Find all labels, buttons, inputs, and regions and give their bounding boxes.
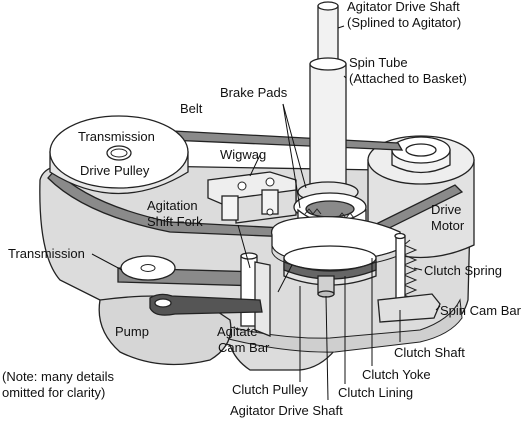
label-agitation-shift-fork: Agitation <box>147 198 198 213</box>
label-transmission: Transmission <box>8 246 85 261</box>
label-agitator-drive-shaft-top: Agitator Drive Shaft <box>347 0 460 14</box>
label-spin-tube: Spin Tube <box>349 55 408 70</box>
label-agitator-drive-shaft-bottom: Agitator Drive Shaft <box>230 403 343 418</box>
wigwag <box>207 171 297 224</box>
label-belt: Belt <box>180 101 203 116</box>
label-agitation-shift-fork-sub: Shift Fork <box>147 214 203 229</box>
label-drive-motor: Drive <box>431 202 461 217</box>
leader-lines <box>91 25 441 401</box>
spin-tube <box>309 57 347 193</box>
label-spin-cam-bar: Spin Cam Bar <box>440 303 522 318</box>
agitate-cam-bar <box>149 293 263 316</box>
note-line-1: (Note: many details <box>2 369 114 384</box>
belt-lower-run <box>47 169 464 241</box>
note-line-2: omitted for clarity) <box>2 385 105 400</box>
agitator-drive-shaft-lower <box>317 275 335 298</box>
label-transmission-drive-pulley: Transmission <box>78 129 155 144</box>
label-transmission-drive-pulley-sub: Drive Pulley <box>80 163 150 178</box>
label-agitator-drive-shaft-top-sub: (Splined to Agitator) <box>347 15 461 30</box>
transmission-drive-pulley <box>49 115 189 195</box>
label-brake-pads: Brake Pads <box>220 85 288 100</box>
clutch-lining <box>283 261 377 280</box>
label-clutch-yoke: Clutch Yoke <box>362 367 431 382</box>
label-pump: Pump <box>115 324 149 339</box>
label-clutch-pulley: Clutch Pulley <box>232 382 308 397</box>
label-agitate-cam-bar-sub: Cam Bar <box>218 340 270 355</box>
clutch-spring <box>402 239 418 305</box>
label-clutch-lining: Clutch Lining <box>338 385 413 400</box>
label-clutch-shaft: Clutch Shaft <box>394 345 465 360</box>
spin-cam-bar <box>377 293 441 323</box>
label-drive-motor-sub: Motor <box>431 218 465 233</box>
label-wigwag: Wigwag <box>220 147 266 162</box>
label-spin-tube-sub: (Attached to Basket) <box>349 71 467 86</box>
agitator-drive-shaft-upper <box>317 1 339 67</box>
label-clutch-spring: Clutch Spring <box>424 263 502 278</box>
transmission-idler-pulley <box>120 255 176 281</box>
label-agitate-cam-bar: Agitate <box>217 324 257 339</box>
